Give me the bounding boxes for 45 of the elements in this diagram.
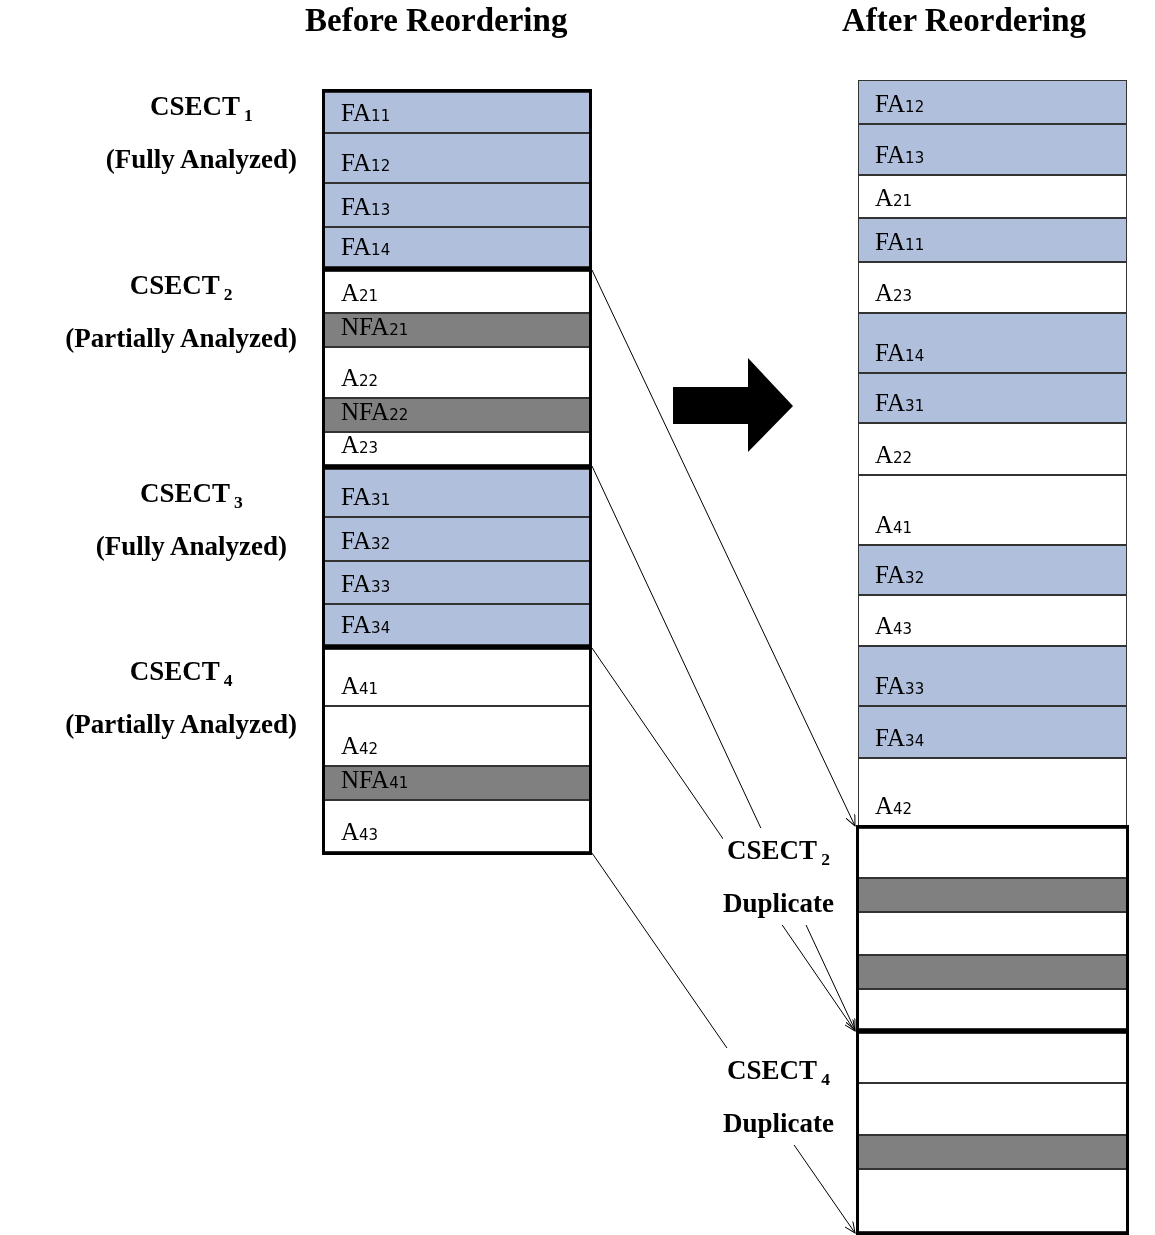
column-title: Before Reordering: [305, 2, 568, 39]
memory-block: [325, 133, 589, 183]
memory-block: [859, 1169, 1126, 1232]
memory-block: [859, 1033, 1126, 1083]
memory-block: [859, 828, 1126, 878]
memory-block: [325, 313, 589, 347]
memory-block: [325, 800, 589, 852]
memory-block: [325, 183, 589, 227]
memory-block: [858, 373, 1127, 423]
memory-block: [325, 561, 589, 604]
memory-block: [859, 912, 1126, 955]
csect-heading: CSECT$_{2}$ Duplicate: [723, 828, 834, 926]
memory-block: [858, 218, 1127, 262]
memory-block: [859, 989, 1126, 1029]
memory-block: [858, 758, 1127, 826]
memory-block: [325, 227, 589, 267]
memory-block: [325, 766, 589, 800]
memory-block: [858, 706, 1127, 758]
memory-block: [858, 475, 1127, 545]
arrow: [591, 269, 856, 827]
memory-block: [325, 347, 589, 398]
memory-block: [858, 80, 1127, 124]
memory-block: [325, 517, 589, 561]
memory-block: [858, 124, 1127, 175]
memory-block: [858, 423, 1127, 475]
memory-block: [325, 604, 589, 645]
memory-block: [859, 878, 1126, 912]
memory-block: [858, 262, 1127, 313]
memory-block: [858, 545, 1127, 595]
memory-block: [325, 432, 589, 465]
memory-block: [325, 649, 589, 706]
memory-block: [325, 271, 589, 313]
memory-block: [858, 595, 1127, 646]
memory-block: [859, 1083, 1126, 1135]
memory-block: [858, 646, 1127, 706]
memory-block: [859, 955, 1126, 989]
csect-heading: CSECT$_{4}$ Duplicate: [723, 1048, 834, 1146]
memory-block: [325, 92, 589, 133]
memory-block: [858, 175, 1127, 218]
memory-block: [858, 313, 1127, 373]
memory-block: [325, 469, 589, 517]
memory-block: [859, 1135, 1126, 1169]
column-title: After Reordering: [842, 2, 1087, 39]
memory-block: [325, 398, 589, 432]
memory-block: [325, 706, 589, 766]
